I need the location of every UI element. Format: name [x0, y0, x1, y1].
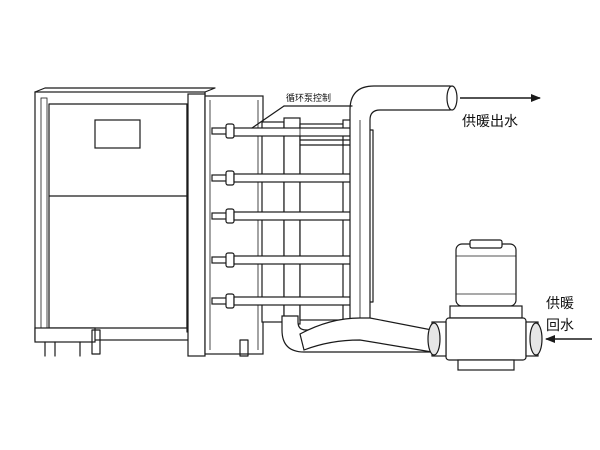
pump-control-leader	[251, 105, 353, 129]
control-panel-window	[94, 119, 141, 149]
pump-control-label: 循环泵控制	[286, 92, 331, 104]
supply-outlet-pipe	[349, 85, 458, 321]
return-label-line2: 回水	[546, 318, 574, 334]
return-inlet-pipe	[281, 315, 433, 353]
return-label-line1: 供暖	[546, 296, 574, 312]
circulation-pump	[427, 239, 543, 371]
heat-pump-cabinet	[34, 87, 264, 357]
supply-out-label: 供暖出水	[462, 114, 518, 130]
